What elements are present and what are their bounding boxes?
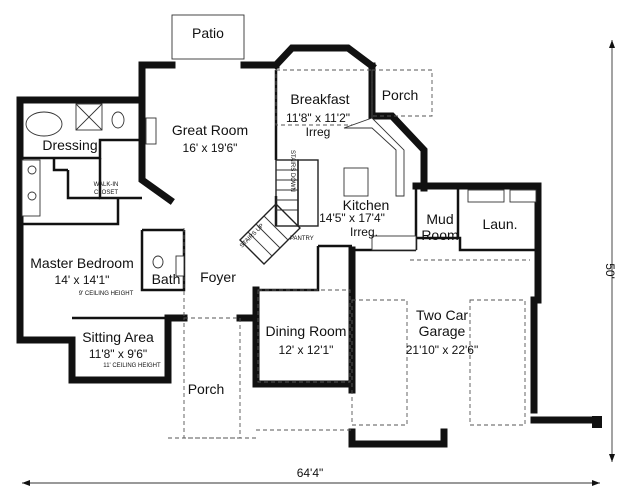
- master-bedroom-note: 9' CEILING HEIGHT: [79, 291, 134, 297]
- sitting-area-name: Sitting Area: [82, 329, 154, 345]
- mud-room-line1: Mud: [426, 211, 453, 227]
- depth-dimension-line: [609, 40, 615, 462]
- patio-label: Patio: [192, 25, 224, 41]
- great-room-size: 16' x 19'6": [183, 141, 238, 155]
- garage-corner-post: [592, 416, 602, 428]
- sitting-area-note: 11' CEILING HEIGHT: [103, 363, 161, 369]
- breakfast-note: Irreg: [306, 125, 331, 139]
- dining-room-name: Dining Room: [266, 323, 347, 339]
- width-dimension-line: [22, 480, 600, 486]
- garage-name-line2: Garage: [419, 323, 466, 339]
- mud-room-line2: Room: [421, 227, 458, 243]
- foyer-label: Foyer: [200, 269, 236, 285]
- kitchen-size: 14'5" x 17'4": [319, 211, 385, 225]
- laundry-label: Laun.: [482, 216, 517, 232]
- depth-dimension: 50': [603, 263, 617, 279]
- fixtures: [21, 103, 537, 277]
- great-room-name: Great Room: [172, 122, 248, 138]
- rear-porch-label: Porch: [382, 87, 419, 103]
- walkin-closet-line2: CLOSET: [94, 190, 118, 196]
- dining-room-size: 12' x 12'1": [279, 343, 334, 357]
- stairs-down-label: STAIRS DOWN: [289, 150, 295, 192]
- dressing-label: Dressing: [42, 137, 97, 153]
- breakfast-size: 11'8" x 11'2": [286, 111, 350, 125]
- exterior-walls: [16, 44, 602, 448]
- garage-size: 21'10" x 22'6": [406, 343, 479, 357]
- sitting-area-size: 11'8" x 9'6": [89, 347, 147, 361]
- kitchen-note: Irreg.: [350, 225, 378, 239]
- front-porch-label: Porch: [188, 381, 225, 397]
- pantry-label: PANTRY: [290, 236, 314, 242]
- master-bedroom-size: 14' x 14'1": [55, 273, 110, 287]
- master-bedroom-name: Master Bedroom: [30, 255, 133, 271]
- garage-name-line1: Two Car: [416, 307, 468, 323]
- stairs: [239, 159, 319, 265]
- bath-label: Bath: [152, 271, 181, 287]
- kitchen-name: Kitchen: [343, 197, 390, 213]
- patio-slab: [171, 14, 245, 60]
- walkin-closet-line1: WALK-IN: [94, 182, 119, 188]
- breakfast-name: Breakfast: [290, 91, 349, 107]
- width-dimension: 64'4": [297, 466, 324, 480]
